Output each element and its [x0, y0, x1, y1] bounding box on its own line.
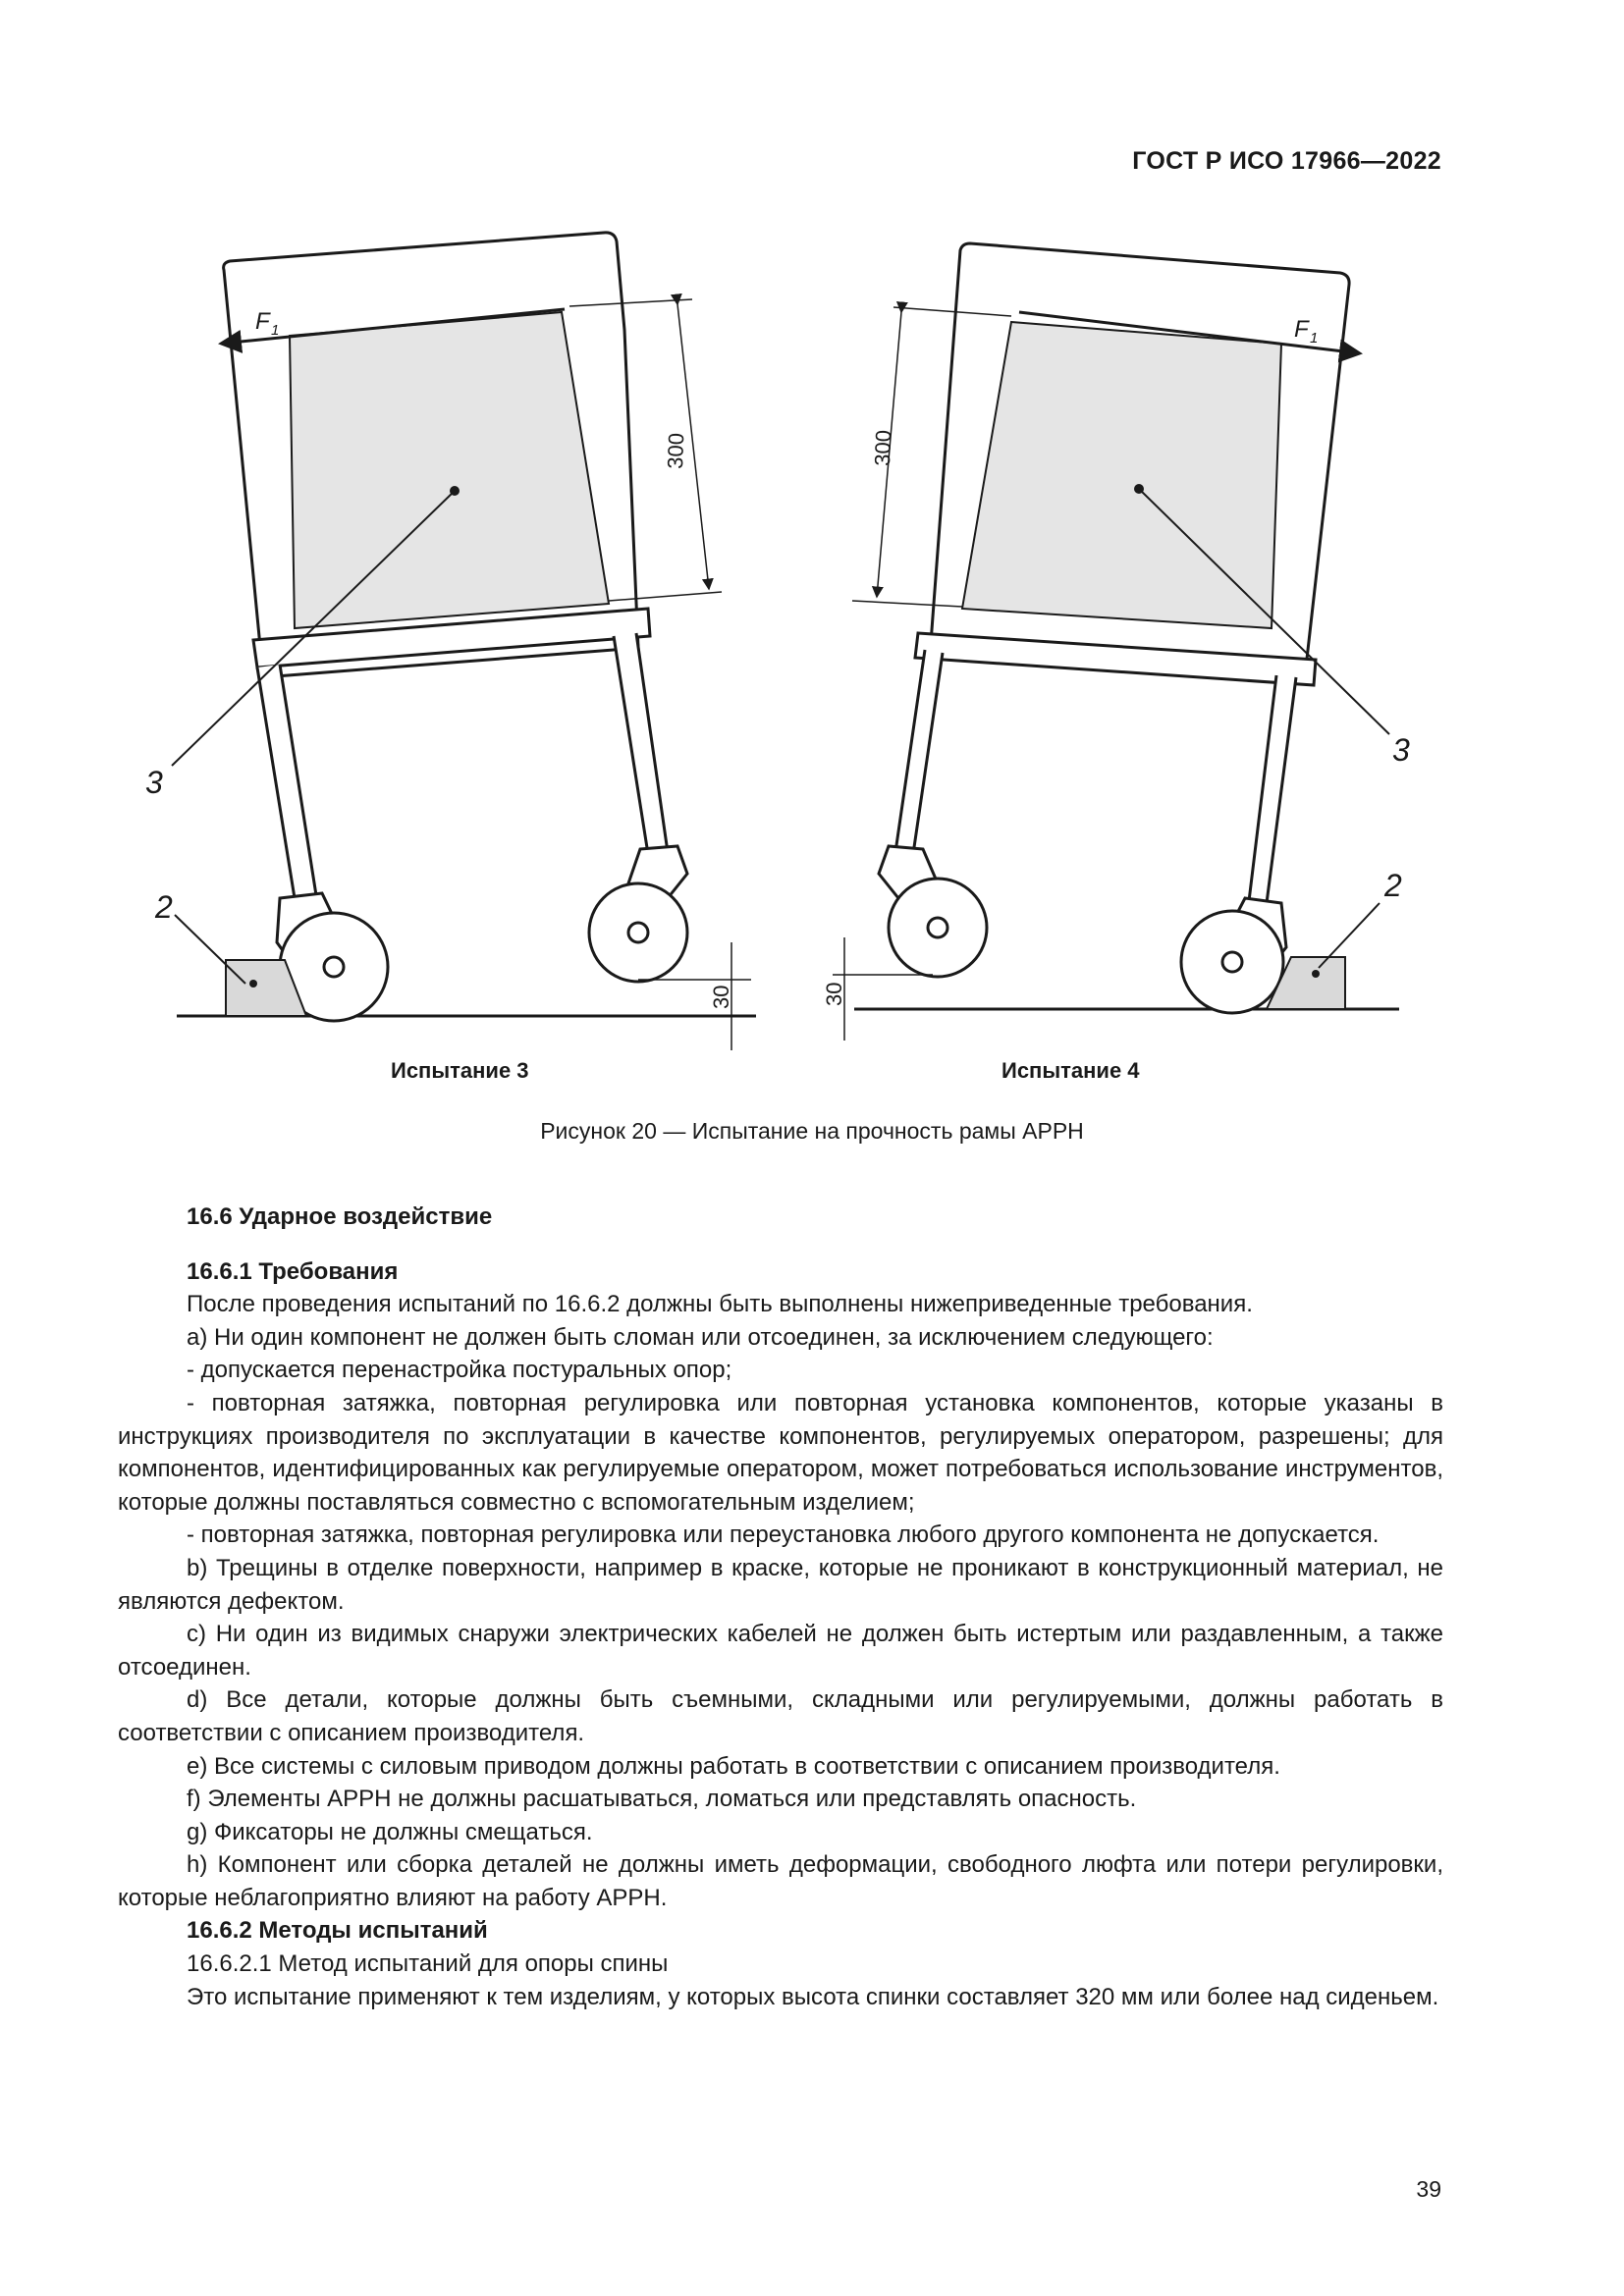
- list-item: d) Все детали, которые должны быть съемн…: [118, 1686, 1443, 1746]
- force-label: F: [1294, 316, 1310, 343]
- test3-drawing: [171, 231, 756, 1050]
- test4-labels: F 1 300 30 3 2 Испытание 4: [822, 316, 1410, 1083]
- list-item: - повторная затяжка, повторная регулиров…: [187, 1522, 1380, 1549]
- force-label: F: [255, 308, 271, 335]
- list-item: c) Ни один из видимых снаружи электричес…: [118, 1621, 1443, 1681]
- backrest-frame: [222, 231, 640, 679]
- dim-300-label: 300: [663, 433, 688, 470]
- force-arrow: [218, 307, 566, 353]
- subsection-heading: 16.6.1 Требования: [187, 1257, 399, 1285]
- callout-3: 3: [145, 765, 163, 800]
- block: [1265, 956, 1346, 1010]
- seat-bar: [913, 631, 1318, 687]
- paragraph: После проведения испытаний по 16.6.2 дол…: [187, 1291, 1253, 1318]
- page-number: 39: [1416, 2176, 1441, 2202]
- document-header: ГОСТ Р ИСО 17966—2022: [1132, 147, 1441, 175]
- list-item: b) Трещины в отделке поверхности, наприм…: [118, 1554, 1443, 1615]
- dim-30-label: 30: [822, 983, 846, 1006]
- figure-caption: Рисунок 20 — Испытание на прочность рамы…: [540, 1118, 1084, 1144]
- list-item: а) Ни один компонент не должен быть слом…: [187, 1323, 1214, 1351]
- svg-text:1: 1: [1310, 330, 1318, 347]
- list-item: - допускается перенастройка постуральных…: [187, 1357, 732, 1384]
- callout-3: 3: [1392, 732, 1410, 768]
- section-heading: 16.6 Ударное воздействие: [187, 1203, 493, 1230]
- test3-labels: F 1 300 30 3 2 Испытание 3: [145, 308, 733, 1083]
- list-item: f) Элементы АРРН не должны расшатываться…: [187, 1786, 1137, 1813]
- callout-2: 2: [1383, 868, 1402, 903]
- body-text: 16.6 Ударное воздействие 16.6.1 Требован…: [118, 1201, 1443, 2013]
- front-upright: [893, 649, 945, 856]
- figure-20: F 1 300 30 3 2 Испытание 3 F 1 30: [145, 231, 1410, 1083]
- paragraph: 16.6.2.1 Метод испытаний для опоры спины: [187, 1950, 669, 1978]
- paragraph: Это испытание применяют к тем изделиям, …: [187, 1983, 1439, 2010]
- backrest-frame: [929, 241, 1351, 669]
- subsection-heading: 16.6.2 Методы испытаний: [187, 1917, 488, 1945]
- list-item: - повторная затяжка, повторная регулиров…: [118, 1389, 1443, 1516]
- front-upright: [612, 632, 670, 856]
- block: [225, 959, 308, 1017]
- list-item: e) Все системы с силовым приводом должны…: [187, 1752, 1280, 1780]
- test4-drawing: [833, 241, 1399, 1041]
- back-panel: [960, 320, 1283, 630]
- seat-bar: [251, 607, 652, 669]
- svg-text:1: 1: [271, 322, 279, 339]
- back-panel: [288, 310, 611, 630]
- list-item: h) Компонент или сборка деталей не должн…: [118, 1851, 1443, 1911]
- list-item: g) Фиксаторы не должны смещаться.: [187, 1818, 593, 1845]
- rear-upright: [255, 664, 318, 900]
- dim-30-label: 30: [709, 986, 733, 1009]
- dim-300-label: 300: [870, 430, 895, 467]
- force-arrow: [1018, 310, 1363, 363]
- rear-upright: [1247, 674, 1298, 905]
- callout-2: 2: [154, 889, 173, 925]
- test3-label: Испытание 3: [391, 1058, 529, 1083]
- test4-label: Испытание 4: [1001, 1058, 1140, 1083]
